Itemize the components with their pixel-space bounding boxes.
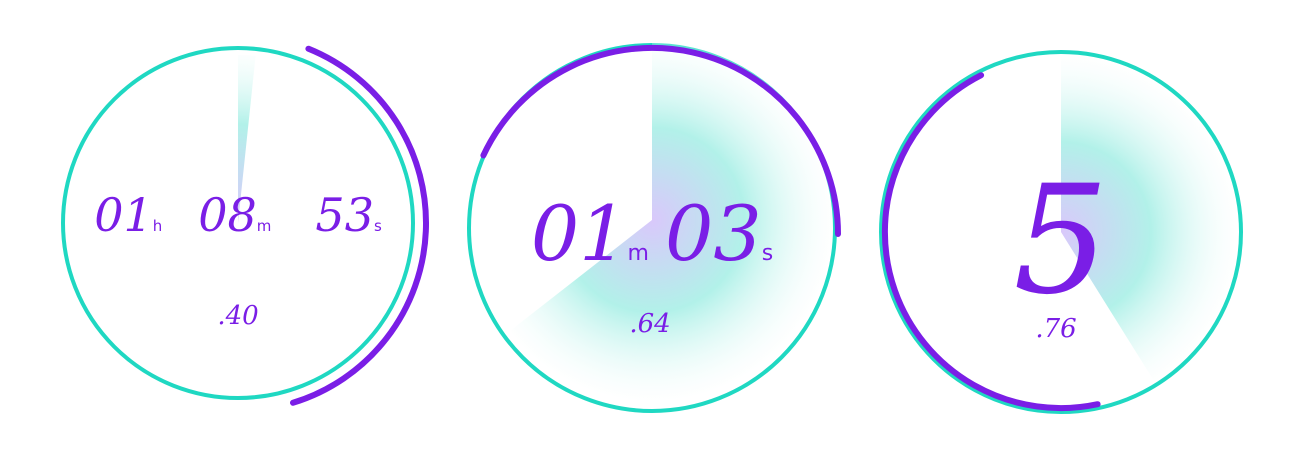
minutes-unit: m	[257, 217, 272, 235]
seconds-value: 5	[1013, 154, 1108, 328]
timer-sweep	[1061, 55, 1238, 382]
timer-fraction: .64	[629, 309, 670, 339]
timer-hms: 01h 08m 53s .40	[61, 45, 429, 406]
timer-ring	[879, 50, 1243, 414]
timer-sweep	[510, 39, 833, 400]
timer-digits: 01h 08m 53s	[94, 188, 382, 242]
timer-progress-arc	[480, 44, 841, 237]
timer-ring	[61, 46, 415, 400]
seconds-unit: s	[374, 217, 382, 235]
timer-ms: 01m 03s .64	[467, 39, 841, 413]
timer-digits: 01m 03s	[531, 189, 773, 278]
timer-progress-arc	[881, 72, 1101, 412]
minutes-unit: m	[628, 241, 649, 266]
hours-unit: h	[153, 217, 163, 235]
timer-digits: 5	[1013, 154, 1108, 328]
minutes-value: 08	[198, 188, 257, 242]
seconds-unit: s	[762, 241, 773, 266]
seconds-value: 03	[665, 189, 762, 278]
timer-s: 5 .76	[879, 50, 1243, 414]
timer-sweep	[238, 54, 256, 223]
seconds-value: 53	[315, 188, 374, 242]
minutes-value: 01	[531, 189, 628, 278]
hours-value: 01	[94, 188, 153, 242]
timer-fraction: .40	[217, 301, 258, 331]
timer-fraction: .76	[1035, 314, 1076, 344]
timer-progress-arc	[290, 45, 429, 406]
